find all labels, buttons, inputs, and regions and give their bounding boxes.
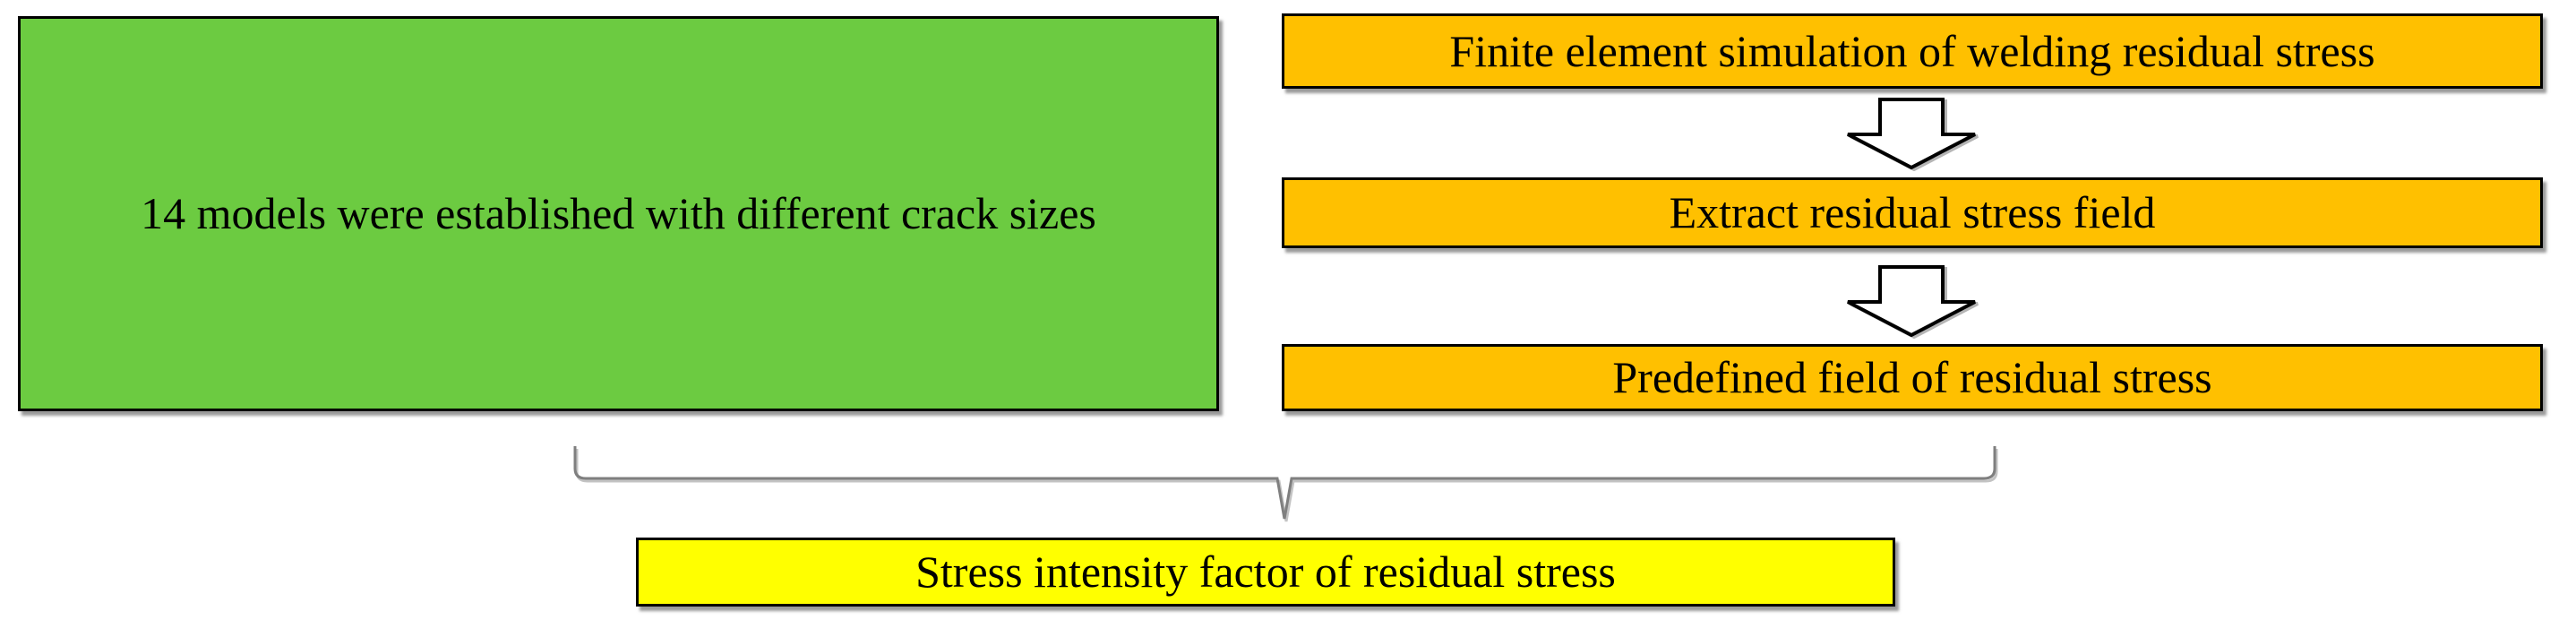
models-box: 14 models were established with differen… (18, 16, 1219, 411)
down-arrow-icon (1847, 265, 1976, 337)
flow-step-predefined-label: Predefined field of residual stress (1612, 352, 2212, 402)
flow-step-simulation: Finite element simulation of welding res… (1282, 13, 2543, 89)
flow-step-extract-label: Extract residual stress field (1669, 187, 2156, 237)
result-box: Stress intensity factor of residual stre… (636, 538, 1895, 607)
flow-step-predefined: Predefined field of residual stress (1282, 344, 2543, 411)
models-box-label: 14 models were established with differen… (141, 188, 1096, 238)
result-box-label: Stress intensity factor of residual stre… (915, 547, 1616, 597)
underbrace-icon (573, 446, 1996, 520)
down-arrow-icon (1847, 98, 1976, 169)
flow-step-extract: Extract residual stress field (1282, 177, 2543, 248)
flow-step-simulation-label: Finite element simulation of welding res… (1449, 25, 2375, 76)
